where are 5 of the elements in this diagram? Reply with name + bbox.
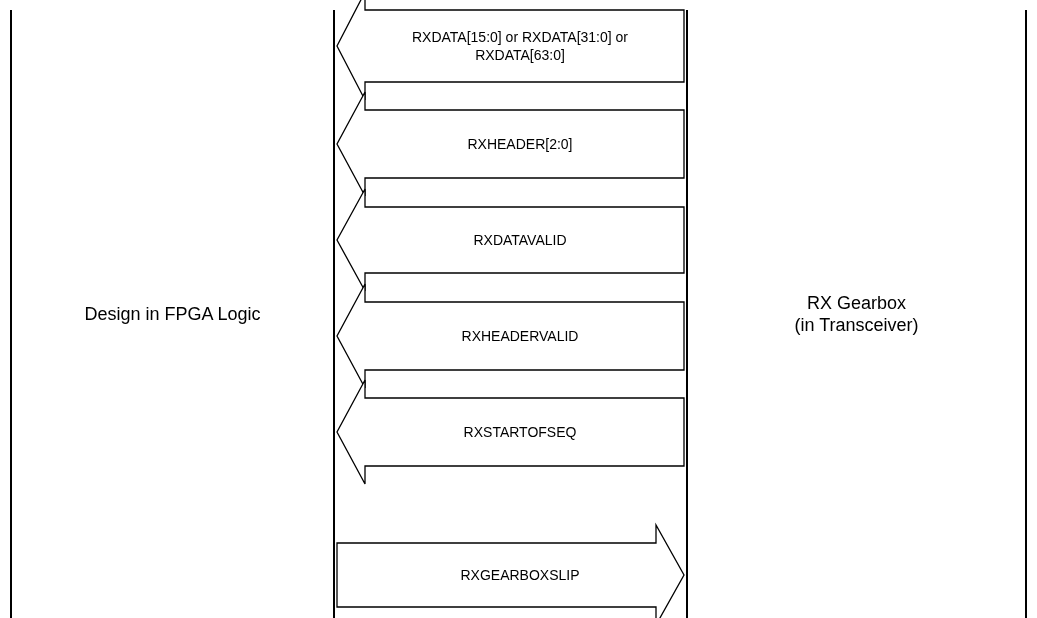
block-box	[10, 10, 335, 618]
block-label: (in Transceiver)	[794, 314, 919, 336]
block-label: RX Gearbox	[806, 292, 906, 314]
block-box	[686, 10, 1027, 618]
block-label: Design in FPGA Logic	[84, 303, 261, 325]
